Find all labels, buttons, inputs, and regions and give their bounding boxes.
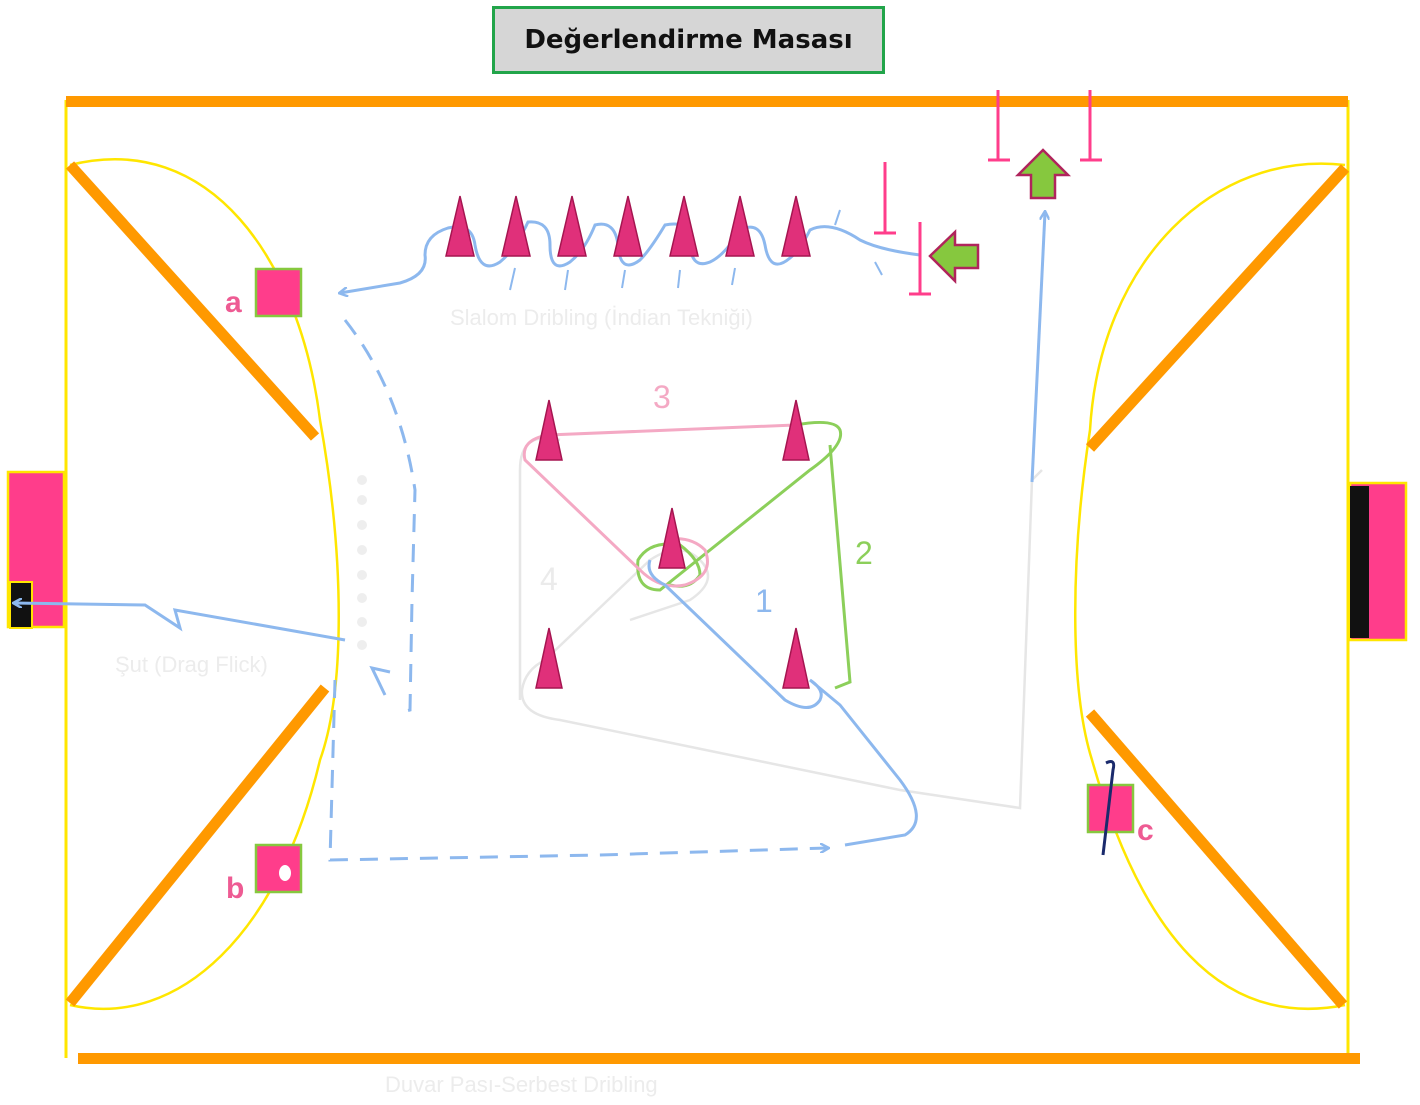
route-1-number: 1 [755,583,773,619]
route-3-path [522,423,796,588]
slalom-route [340,220,921,293]
exit-run-path [1030,212,1045,483]
shot-path [14,603,346,642]
slalom-cone [445,195,475,257]
slalom-cone [557,195,587,257]
slalom-cone [669,195,699,257]
route-2-number: 2 [855,535,873,571]
slalom-cone [501,195,531,257]
slalom-caption: Slalom Dribling (İndian Tekniği) [450,305,753,330]
dashed-bottom-route [328,679,828,862]
hockey-stick-icon [1101,760,1116,856]
slalom-cone [725,195,755,257]
goal-left [6,470,66,629]
slalom-cones [445,195,811,257]
dashed-return-route [343,319,417,714]
diagonal-board-left-bottom [65,684,330,1007]
ball-icon [279,865,291,881]
board-bottom [78,1053,1360,1064]
goal-left-net [9,581,33,629]
route-1-path [647,559,918,847]
station-b-label: b [226,872,244,905]
square-cones [535,399,810,689]
diagonal-board-right-bottom [1085,709,1348,1009]
evaluation-table-text: Değerlendirme Masası [524,25,853,55]
gate-markers [874,90,1102,296]
station-a-label: a [225,286,242,319]
shooting-circle-left [69,158,340,1011]
slalom-cone [613,195,643,257]
cone-center [658,507,686,569]
diagonal-board-left-top [65,161,320,441]
cone-bottom-left [535,627,563,689]
board-top [66,96,1348,107]
goal-right-net [1350,486,1369,638]
goal-right [1348,481,1408,642]
cone-top-left [535,399,563,461]
station-c-label: c [1137,814,1154,847]
slalom-ticks [509,209,883,291]
route-2-path [636,420,852,690]
wall-pass-caption: Duvar Pası-Serbest Dribling [385,1072,658,1097]
cone-top-right [782,399,810,461]
diagonal-board-right-top [1085,164,1350,452]
dashed-arrowhead-up [369,665,391,696]
shooting-circle-right [1074,162,1346,1011]
slalom-cone [781,195,811,257]
station-b-box [254,843,303,894]
exit-arrow-icon [1014,148,1072,200]
station-a-box [254,267,303,318]
ball-dots [357,475,367,650]
route-4-number: 4 [540,561,558,597]
start-arrow-icon [928,229,980,285]
shot-caption: Şut (Drag Flick) [115,652,268,677]
cone-bottom-right [782,627,810,689]
evaluation-table-label: Değerlendirme Masası [492,6,885,74]
route-3-number: 3 [653,379,671,415]
